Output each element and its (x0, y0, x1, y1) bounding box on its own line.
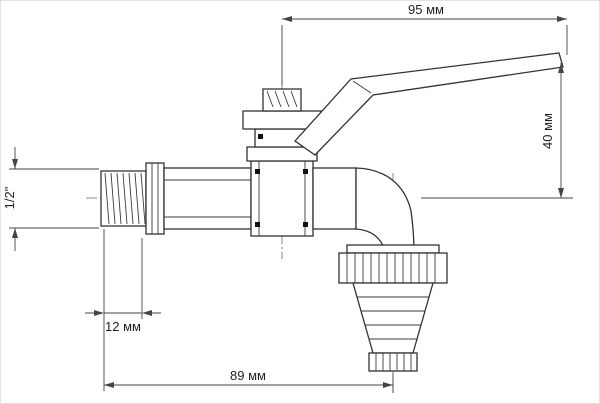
valve-block (250, 160, 314, 237)
dim-top-width-label: 95 мм (408, 2, 444, 17)
inlet-thread (100, 170, 147, 227)
spout-curve (355, 167, 415, 254)
outlet-tube (312, 167, 357, 230)
dimension-top-width: 95 мм (281, 2, 568, 85)
dimension-body-length: 89 мм (104, 368, 394, 393)
dim-thread-length-label: 12 мм (105, 319, 141, 334)
inlet-collar (145, 162, 165, 235)
centerlines (86, 81, 394, 393)
hose-barb (352, 282, 434, 372)
dim-inlet-size-label: 1/2" (2, 186, 17, 209)
dimension-handle-height: 40 мм (421, 63, 573, 199)
dimension-inlet-size: 1/2" (2, 147, 99, 251)
lever-handle (294, 52, 564, 156)
dim-handle-height-label: 40 мм (540, 113, 555, 149)
faucet-body-drawing (100, 52, 564, 372)
body-tube (163, 167, 252, 230)
dim-body-length-label: 89 мм (230, 368, 266, 383)
dimension-thread-length: 12 мм (85, 229, 161, 391)
hose-nut (338, 244, 448, 284)
